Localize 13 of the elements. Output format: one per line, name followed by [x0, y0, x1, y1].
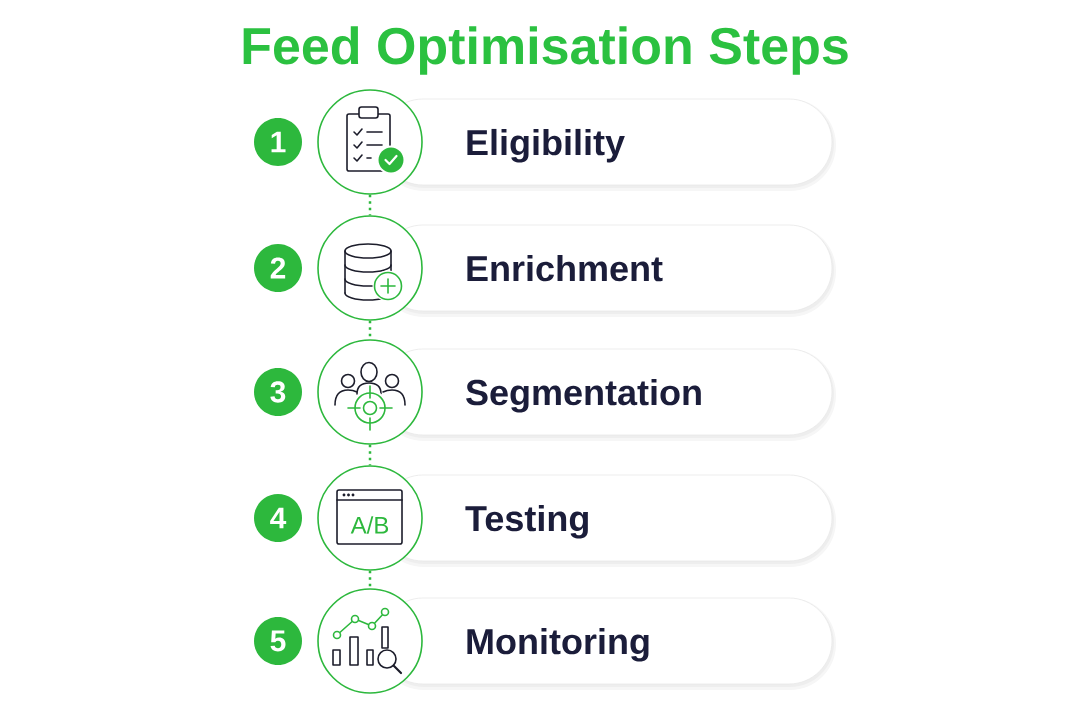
title: Feed Optimisation Steps: [243, 26, 848, 75]
number-badge: 2: [254, 244, 302, 292]
number-badge: 1: [254, 118, 302, 166]
step-card: Monitoring: [378, 597, 836, 690]
dotted-connector: [368, 194, 372, 216]
step-card: Segmentation: [378, 348, 836, 441]
dotted-connector: [368, 570, 372, 589]
step-card: Eligibility: [378, 98, 836, 191]
number-badge: 4: [254, 494, 302, 542]
step-card: Enrichment: [378, 224, 836, 317]
number-badge: 5: [254, 617, 302, 665]
number-badge: 3: [254, 368, 302, 416]
dotted-connector: [368, 444, 372, 466]
